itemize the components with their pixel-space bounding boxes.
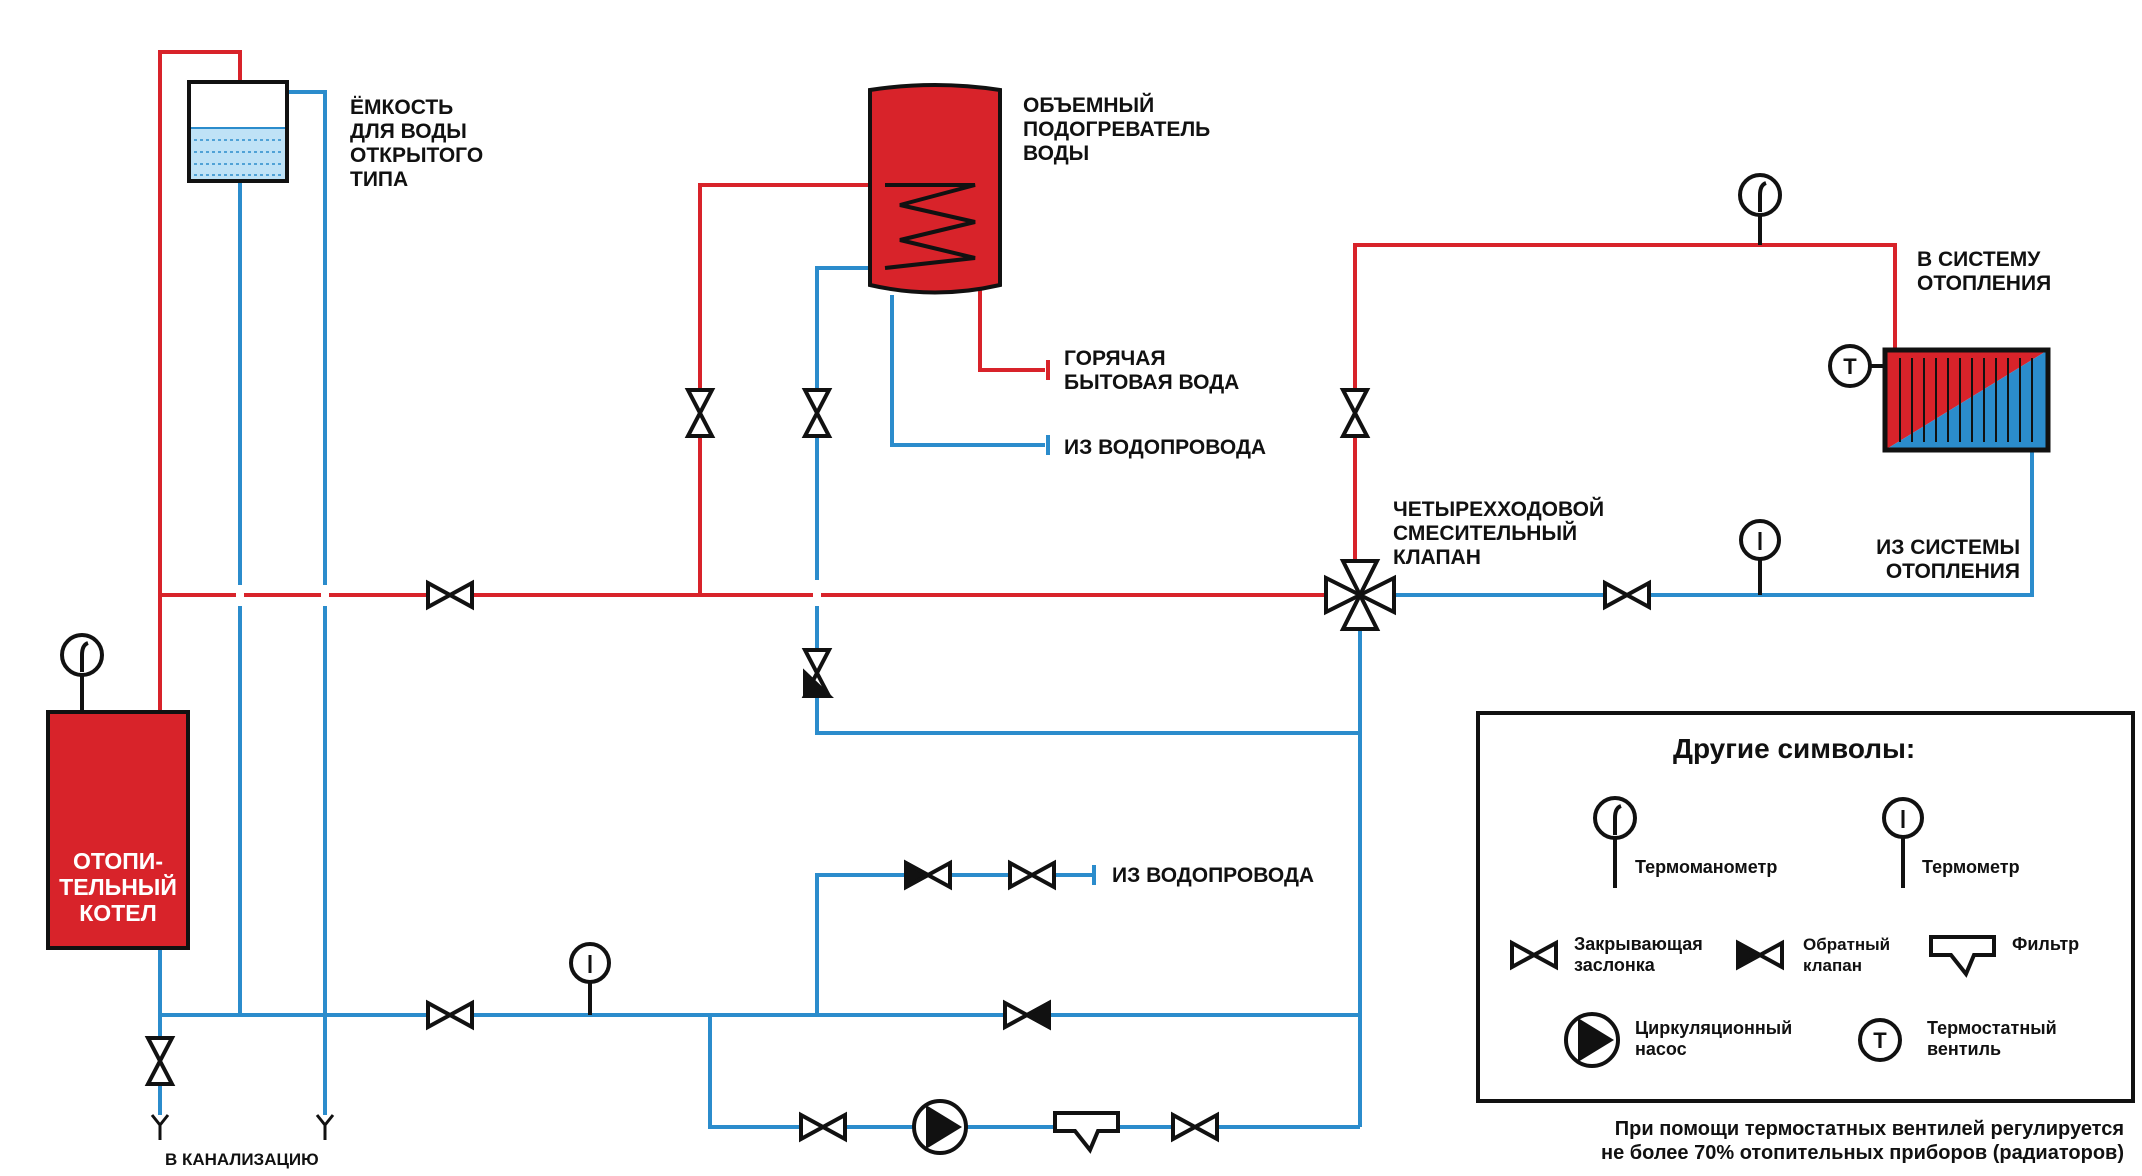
heater-return-pipe bbox=[815, 266, 885, 580]
legend-pump-icon bbox=[1564, 1012, 1620, 1068]
thermomanometer-icon bbox=[60, 633, 104, 712]
heater-label-line: ВОДЫ bbox=[1023, 142, 1090, 165]
hot-water-pipe bbox=[978, 285, 1045, 372]
heater-label-line: ПОДОГРЕВАТЕЛЬ bbox=[1023, 118, 1211, 141]
filter bbox=[1053, 1111, 1120, 1154]
shutoff-valve-icon bbox=[684, 388, 716, 438]
legend-check-valve-icon bbox=[1736, 939, 1784, 971]
legend-symbols: Т bbox=[1510, 796, 1996, 1068]
shutoff-valves bbox=[144, 388, 1651, 1143]
to-heating-label-line: ОТОПЛЕНИЯ bbox=[1917, 272, 2052, 295]
from-water-supply-bottom-label: ИЗ ВОДОПРОВОДА bbox=[1112, 864, 1315, 887]
heater-supply-pipe bbox=[698, 183, 885, 595]
mixing-valve-label-line: ЧЕТЫРЕХХОДОВОЙ bbox=[1393, 498, 1605, 521]
footnote-line: При помощи термостатных вентилей регулир… bbox=[1614, 1118, 2124, 1140]
boiler bbox=[46, 710, 190, 950]
shutoff-valve-icon bbox=[144, 1036, 176, 1086]
pipe-crossing-gaps bbox=[236, 585, 821, 606]
shutoff-valve-icon bbox=[1008, 859, 1056, 891]
thermometers bbox=[569, 519, 1781, 1015]
boiler-label-line: КОТЕЛ bbox=[79, 900, 157, 926]
legend-filter-icon bbox=[1929, 935, 1996, 978]
tank-label-line: ЁМКОСТЬ bbox=[350, 96, 454, 119]
heater-label: ОБЪЕМНЫЙ ПОДОГРЕВАТЕЛЬ ВОДЫ bbox=[1023, 94, 1210, 166]
cold-water-pipe-bottom bbox=[815, 873, 1092, 1015]
tank-label-line: ОТКРЫТОГО bbox=[350, 144, 484, 167]
svg-text:Т: Т bbox=[1843, 354, 1857, 379]
legend-pump-label-line: насос bbox=[1635, 1039, 1687, 1059]
shutoff-valve-icon bbox=[426, 579, 474, 611]
legend-shutoff-valve-icon bbox=[1510, 939, 1558, 971]
legend-thermostatic-valve-label-line: вентиль bbox=[1927, 1039, 2002, 1059]
from-water-supply-top-label: ИЗ ВОДОПРОВОДА bbox=[1064, 436, 1267, 459]
legend-filter-label: Фильтр bbox=[2012, 934, 2080, 954]
shutoff-valve-icon bbox=[799, 1111, 847, 1143]
drain-markers bbox=[150, 1114, 335, 1140]
water-heater bbox=[868, 83, 1002, 295]
sewer-label: В КАНАЛИЗАЦИЮ bbox=[165, 1150, 319, 1169]
heater-label-line: ОБЪЕМНЫЙ bbox=[1023, 94, 1155, 117]
legend-title: Другие символы: bbox=[1673, 733, 1916, 764]
hot-water-label-line: ГОРЯЧАЯ bbox=[1064, 347, 1166, 370]
from-heating-label-line: ОТОПЛЕНИЯ bbox=[1885, 560, 2020, 583]
legend-thermostatic-valve-icon: Т bbox=[1858, 1018, 1902, 1062]
legend-thermomanometer-icon bbox=[1593, 796, 1637, 888]
thermometer-icon bbox=[1739, 519, 1781, 595]
to-heating-label: В СИСТЕМУ ОТОПЛЕНИЯ bbox=[1917, 248, 2051, 296]
tank-label: ЁМКОСТЬ ДЛЯ ВОДЫ ОТКРЫТОГО ТИПА bbox=[350, 96, 483, 192]
check-valves bbox=[801, 648, 1051, 1031]
legend-shutoff-valve-label-line: заслонка bbox=[1574, 955, 1655, 975]
footnote-line: не более 70% отопительных приборов (ради… bbox=[1601, 1142, 2124, 1164]
legend-pump-label: Циркуляционный насос bbox=[1635, 1018, 1792, 1060]
legend-check-valve-label-line: клапан bbox=[1803, 956, 1862, 975]
shutoff-valve-icon bbox=[801, 388, 833, 438]
boiler-label-line: ОТОПИ- bbox=[73, 848, 163, 874]
radiator bbox=[1882, 347, 2051, 453]
shutoff-valve-icon bbox=[1339, 388, 1371, 438]
circulation-pump bbox=[912, 1099, 968, 1155]
footnote: При помощи термостатных вентилей регулир… bbox=[1601, 1117, 2124, 1165]
hot-water-label: ГОРЯЧАЯ БЫТОВАЯ ВОДА bbox=[1064, 347, 1239, 395]
cold-water-pipe-top bbox=[890, 295, 1045, 447]
mixing-valve-label-line: СМЕСИТЕЛЬНЫЙ bbox=[1393, 522, 1578, 545]
to-heating-label-line: В СИСТЕМУ bbox=[1917, 248, 2041, 271]
tank-label-line: ДЛЯ ВОДЫ bbox=[350, 120, 467, 143]
legend-thermomanometer-label: Термоманометр bbox=[1635, 857, 1778, 877]
svg-text:Т: Т bbox=[1873, 1028, 1887, 1053]
from-heating-label-line: ИЗ СИСТЕМЫ bbox=[1876, 536, 2020, 559]
mixing-valve-label-line: КЛАПАН bbox=[1393, 546, 1481, 569]
legend-pump-label-line: Циркуляционный bbox=[1635, 1018, 1793, 1038]
heater-coil bbox=[884, 183, 976, 270]
return-pipes bbox=[158, 90, 2034, 1129]
four-way-mixing-valve bbox=[1324, 559, 1396, 631]
legend-thermometer-label: Термометр bbox=[1922, 857, 2020, 877]
boiler-label: ОТОПИ- ТЕЛЬНЫЙ КОТЕЛ bbox=[48, 848, 188, 926]
tank-label-line: ТИПА bbox=[350, 168, 409, 191]
thermomanometers bbox=[60, 173, 1782, 712]
heating-return-pipe bbox=[1385, 450, 2034, 597]
legend-shutoff-valve-label: Закрывающая заслонка bbox=[1574, 934, 1703, 976]
legend-thermometer-icon bbox=[1882, 797, 1924, 888]
thermometer-icon bbox=[569, 942, 611, 1015]
legend-thermostatic-valve-label: Термостатный вентиль bbox=[1927, 1018, 2057, 1060]
legend-shutoff-valve-label-line: Закрывающая bbox=[1574, 934, 1703, 954]
boiler-label-line: ТЕЛЬНЫЙ bbox=[59, 874, 177, 900]
shutoff-valve-icon bbox=[1171, 1111, 1219, 1143]
tank-overflow-pipe bbox=[288, 90, 327, 1115]
shutoff-valve-icon bbox=[1603, 579, 1651, 611]
mixing-valve-label: ЧЕТЫРЕХХОДОВОЙ СМЕСИТЕЛЬНЫЙ КЛАПАН bbox=[1393, 498, 1604, 570]
shutoff-valve-icon bbox=[426, 999, 474, 1031]
pump-loop-pipe bbox=[708, 1015, 1360, 1129]
thermomanometer-icon bbox=[1738, 173, 1782, 245]
legend-thermostatic-valve-label-line: Термостатный bbox=[1927, 1018, 2057, 1038]
hot-water-label-line: БЫТОВАЯ ВОДА bbox=[1064, 371, 1240, 394]
legend-check-valve-label: Обратный клапан bbox=[1803, 934, 1890, 976]
legend-check-valve-label-line: Обратный bbox=[1803, 935, 1891, 954]
from-heating-label: ИЗ СИСТЕМЫ ОТОПЛЕНИЯ bbox=[1860, 536, 2020, 584]
expansion-tank bbox=[187, 80, 289, 183]
boiler-riser-pipe bbox=[158, 50, 242, 712]
radiator-thermostatic-valve: Т bbox=[1828, 344, 1885, 388]
bypass-pipe bbox=[815, 605, 1360, 735]
